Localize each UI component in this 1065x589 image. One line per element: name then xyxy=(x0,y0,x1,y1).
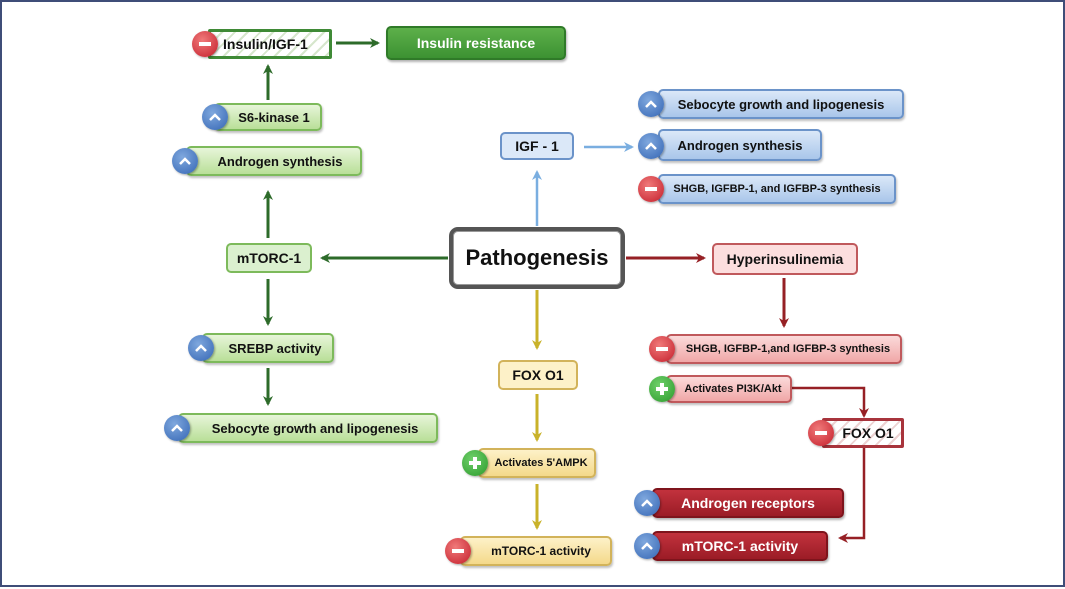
node-label: Insulin/IGF-1 xyxy=(223,36,308,52)
node-label: mTORC-1 activity xyxy=(681,538,799,554)
node-fox-o1-red[interactable]: FOX O1 xyxy=(822,418,904,448)
node-fox-o1-yellow[interactable]: FOX O1 xyxy=(498,360,578,390)
node-label: FOX O1 xyxy=(512,367,564,383)
node-igf1[interactable]: IGF - 1 xyxy=(500,132,574,160)
chevron-up-icon xyxy=(172,148,198,174)
center-node-pathogenesis[interactable]: Pathogenesis xyxy=(449,227,625,289)
node-androgen-receptors[interactable]: Androgen receptors xyxy=(652,488,844,518)
node-activates-5ampk[interactable]: Activates 5'AMPK xyxy=(478,448,596,478)
node-label: Activates 5'AMPK xyxy=(494,457,588,469)
node-androgen-synthesis-green[interactable]: Androgen synthesis xyxy=(186,146,362,176)
node-s6-kinase-1[interactable]: S6-kinase 1 xyxy=(214,103,322,131)
node-label: Hyperinsulinemia xyxy=(726,251,844,267)
chevron-up-icon xyxy=(638,133,664,159)
node-mtorc1[interactable]: mTORC-1 xyxy=(226,243,312,273)
node-label: Activates PI3K/Akt xyxy=(684,383,782,395)
chevron-up-icon xyxy=(202,104,228,130)
chevron-up-icon xyxy=(164,415,190,441)
node-label: SHGB, IGFBP-1, and IGFBP-3 synthesis xyxy=(673,183,881,195)
node-mtorc1-activity-yellow[interactable]: mTORC-1 activity xyxy=(460,536,612,566)
plus-icon xyxy=(462,450,488,476)
node-sebocyte-growth-green[interactable]: Sebocyte growth and lipogenesis xyxy=(178,413,438,443)
node-shgb-synthesis-blue[interactable]: SHGB, IGFBP-1, and IGFBP-3 synthesis xyxy=(658,174,896,204)
chevron-up-icon xyxy=(638,91,664,117)
center-node-label: Pathogenesis xyxy=(465,245,609,270)
node-insulin-resistance[interactable]: Insulin resistance xyxy=(386,26,566,60)
node-label: Insulin resistance xyxy=(416,35,536,51)
node-label: SHGB, IGFBP-1,and IGFBP-3 synthesis xyxy=(685,343,891,355)
node-label: Androgen receptors xyxy=(681,495,815,511)
node-shgb-synthesis-red[interactable]: SHGB, IGFBP-1,and IGFBP-3 synthesis xyxy=(666,334,902,364)
node-label: FOX O1 xyxy=(842,425,894,441)
plus-icon xyxy=(649,376,675,402)
chevron-up-icon xyxy=(188,335,214,361)
node-label: Sebocyte growth and lipogenesis xyxy=(677,96,885,112)
node-srebp-activity[interactable]: SREBP activity xyxy=(202,333,334,363)
node-mtorc1-activity-red[interactable]: mTORC-1 activity xyxy=(652,531,828,561)
node-label: S6-kinase 1 xyxy=(238,109,310,125)
minus-icon xyxy=(192,31,218,57)
minus-icon xyxy=(445,538,471,564)
node-label: SREBP activity xyxy=(228,340,322,356)
node-label: mTORC-1 xyxy=(236,250,302,266)
chevron-up-icon xyxy=(634,490,660,516)
node-label: mTORC-1 activity xyxy=(491,544,591,558)
chevron-up-icon xyxy=(634,533,660,559)
node-hyperinsulinemia[interactable]: Hyperinsulinemia xyxy=(712,243,858,275)
node-androgen-synthesis-blue[interactable]: Androgen synthesis xyxy=(658,129,822,161)
minus-icon xyxy=(808,420,834,446)
node-label: Androgen synthesis xyxy=(677,137,803,153)
node-label: IGF - 1 xyxy=(515,138,559,154)
node-sebocyte-growth-blue[interactable]: Sebocyte growth and lipogenesis xyxy=(658,89,904,119)
minus-icon xyxy=(638,176,664,202)
node-activates-pi3k-akt[interactable]: Activates PI3K/Akt xyxy=(666,375,792,403)
node-label: Androgen synthesis xyxy=(217,153,343,169)
arrow-pi3k-to-foxo1 xyxy=(792,386,869,418)
node-label: Sebocyte growth and lipogenesis xyxy=(211,420,419,436)
node-insulin-igf1[interactable]: Insulin/IGF-1 xyxy=(208,29,332,59)
minus-icon xyxy=(649,336,675,362)
